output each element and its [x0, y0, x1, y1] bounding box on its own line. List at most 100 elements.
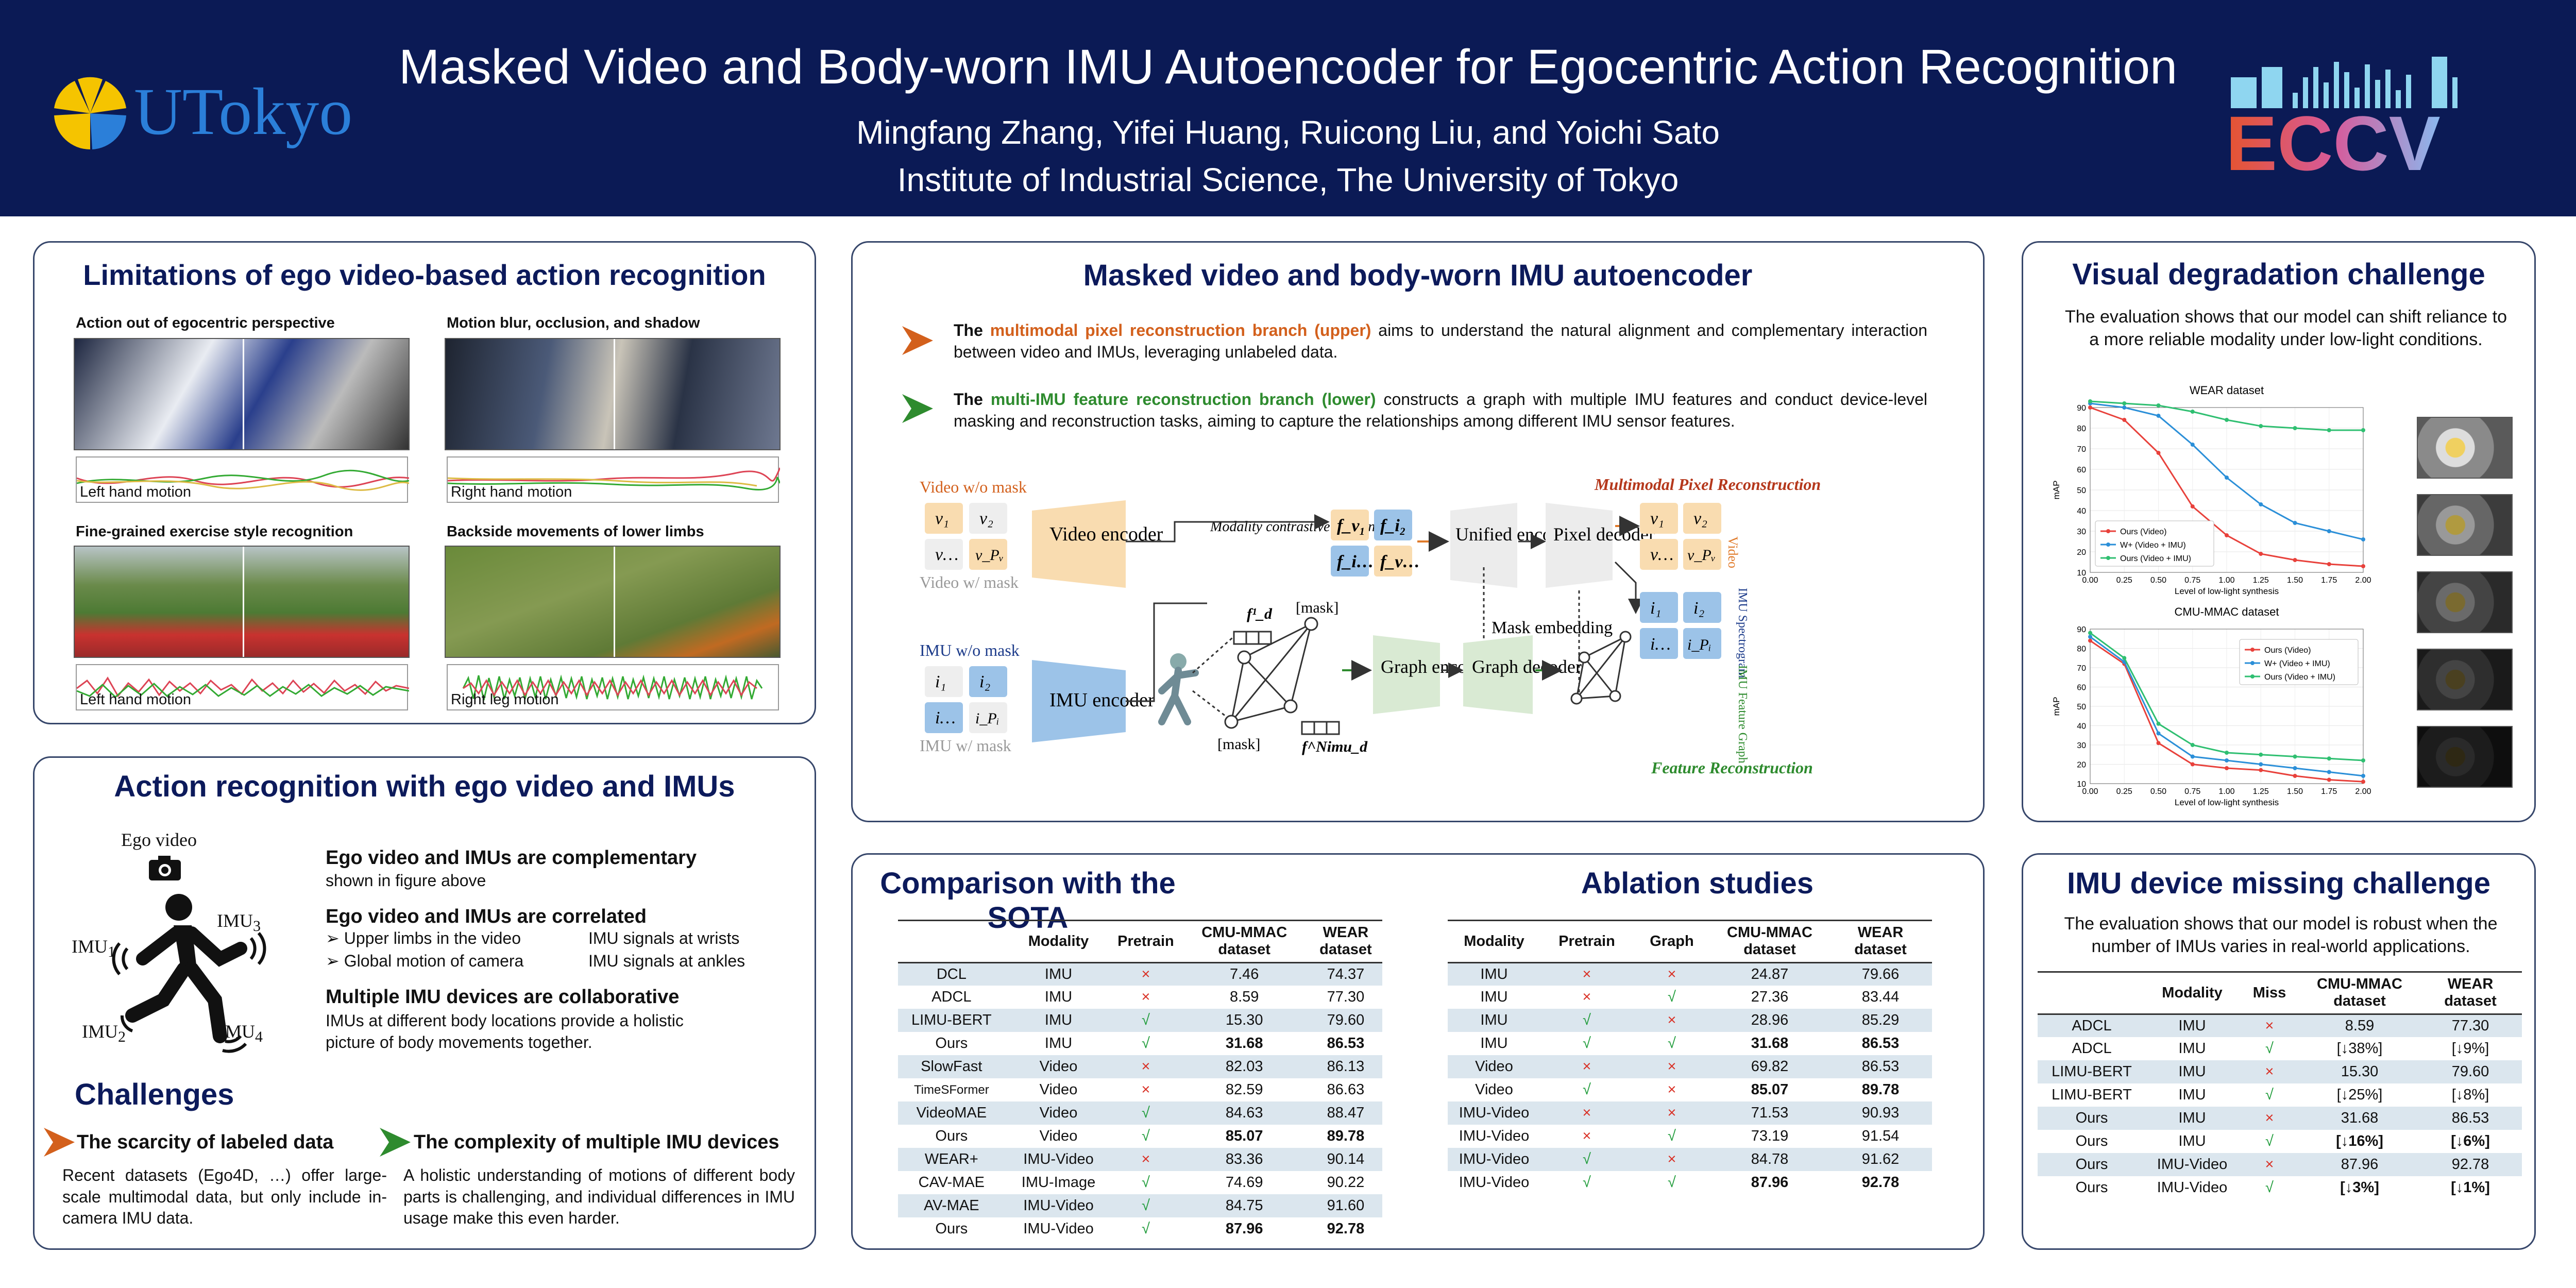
table-cell: 84.78: [1710, 1148, 1829, 1172]
data-point: [2361, 428, 2365, 432]
table-cell: 83.36: [1179, 1148, 1309, 1172]
imu-graph: [1224, 617, 1340, 735]
point-correlated-title: Ego video and IMUs are correlated: [326, 906, 647, 927]
table-cell: 92.78: [1327, 1221, 1365, 1238]
table-cell: 31.68: [1225, 1035, 1263, 1052]
challenge-1-text: Recent datasets (Ego4D, …) offer large-s…: [62, 1166, 387, 1228]
data-point: [2361, 779, 2365, 784]
data-point: [2259, 424, 2263, 428]
table-cell: WEAR+: [898, 1148, 1005, 1172]
lowlight-thumb-image: [2417, 417, 2513, 479]
orange-arrow-icon: [902, 326, 933, 355]
table-cell: 74.37: [1309, 962, 1382, 986]
legend-box: [2239, 639, 2359, 685]
table-cell: 31.68: [2300, 1107, 2419, 1130]
table-cell: LIMU-BERT: [2038, 1060, 2146, 1084]
table-cell: 8.59: [2300, 1014, 2419, 1038]
table-cell: ×: [1540, 1055, 1633, 1079]
table-cell: 88.47: [1309, 1101, 1382, 1125]
table-cell: IMU-Video: [1448, 1101, 1540, 1125]
table-cell: Video: [1475, 1081, 1513, 1098]
table-cell: IMU-Video: [1005, 1194, 1112, 1218]
table-cell: 90.14: [1309, 1148, 1382, 1172]
table-header-cell: Pretrain: [1540, 920, 1633, 963]
missing-text: The evaluation shows that our model is r…: [2064, 914, 2498, 957]
x-tick-label: 0.50: [2150, 576, 2166, 585]
data-point: [2293, 558, 2297, 562]
legend-box: [2095, 520, 2214, 567]
mask-label-bottom: [mask]: [1217, 736, 1260, 753]
table-cell: √: [1668, 1035, 1676, 1052]
table-header-cell: Pretrain: [1112, 920, 1180, 963]
legend-marker: [2250, 661, 2255, 665]
table-cell: Video: [1448, 1055, 1540, 1079]
table-cell: 69.82: [1710, 1055, 1829, 1079]
table-cell: 89.78: [1327, 1128, 1365, 1145]
table-cell: 7.46: [1179, 962, 1309, 986]
x-tick-label: 1.25: [2253, 787, 2269, 796]
signal-plot: Right hand motion: [447, 456, 781, 503]
table-cell: Ours: [2075, 1179, 2108, 1196]
imu-label-1: IMU1: [72, 936, 115, 961]
y-tick-label: 30: [2077, 741, 2086, 750]
visual-title: Visual degradation challenge: [2072, 258, 2485, 291]
table-cell: √: [1141, 1128, 1150, 1145]
legend-label: Ours (Video): [2264, 646, 2311, 655]
side-imu-label: IMU Spectrogram: [1736, 588, 1749, 679]
table-cell: [↓3%]: [2340, 1179, 2379, 1196]
table-cell: Ours: [935, 1221, 968, 1238]
table-cell: 86.53: [1829, 1055, 1932, 1079]
table-cell: [↓38%]: [2336, 1040, 2383, 1057]
table-cell: ADCL: [2038, 1014, 2146, 1038]
data-point: [2088, 405, 2092, 410]
skeleton-figure: [1158, 653, 1199, 725]
x-tick-label: 2.00: [2355, 576, 2371, 585]
visual-text: The evaluation shows that our model can …: [2064, 307, 2507, 350]
table-cell: ×: [1141, 1081, 1150, 1098]
table-cell: [↓16%]: [2336, 1133, 2383, 1150]
table-cell: IMU-Video: [1448, 1148, 1540, 1172]
table-cell: ×: [1633, 1101, 1710, 1125]
signal-plot: Right leg motion: [447, 664, 779, 710]
table-cell: [↓1%]: [2451, 1179, 2490, 1196]
limit-heading-2: Motion blur, occlusion, and shadow: [447, 315, 700, 331]
svg-text:f_v₁: f_v₁: [1337, 516, 1365, 535]
svg-text:i_Pᵢ: i_Pᵢ: [975, 710, 999, 727]
table-cell: 89.78: [1861, 1081, 1900, 1098]
y-axis-label: mAP: [2052, 697, 2061, 716]
y-tick-label: 40: [2077, 722, 2086, 731]
table-cell: Ours: [935, 1035, 968, 1052]
table-cell: 87.96: [1751, 1174, 1789, 1191]
video-wo-mask-label: Video w/o mask: [920, 478, 1027, 496]
running-person-icon: [112, 894, 266, 1053]
challenges-title: Challenges: [75, 1078, 234, 1111]
table-cell: IMU: [2146, 1060, 2239, 1084]
table-cell: √: [2265, 1133, 2274, 1150]
legend-label: Ours (Video): [2120, 528, 2166, 536]
y-axis-label: mAP: [2052, 481, 2061, 500]
mask-embedding-label: Mask embedding: [1492, 618, 1613, 637]
table-header-cell: CMU-MMAC dataset: [1710, 920, 1829, 963]
table-cell: IMU: [2178, 1040, 2206, 1057]
legend-label: W+ (Video + IMU): [2264, 659, 2330, 668]
x-tick-label: 1.00: [2218, 576, 2234, 585]
data-point: [2156, 721, 2161, 726]
table-cell: IMU-Video: [1023, 1221, 1094, 1238]
header-banner: UTokyo Masked Video and Body-worn IMU Au…: [0, 0, 2576, 216]
y-tick-label: 20: [2077, 761, 2086, 770]
table-cell: 79.66: [1829, 962, 1932, 986]
table-cell: √: [1540, 1148, 1633, 1172]
x-tick-label: 0.00: [2082, 787, 2098, 796]
eccv-logo: ECCV: [2226, 57, 2458, 175]
data-point: [2259, 752, 2263, 757]
